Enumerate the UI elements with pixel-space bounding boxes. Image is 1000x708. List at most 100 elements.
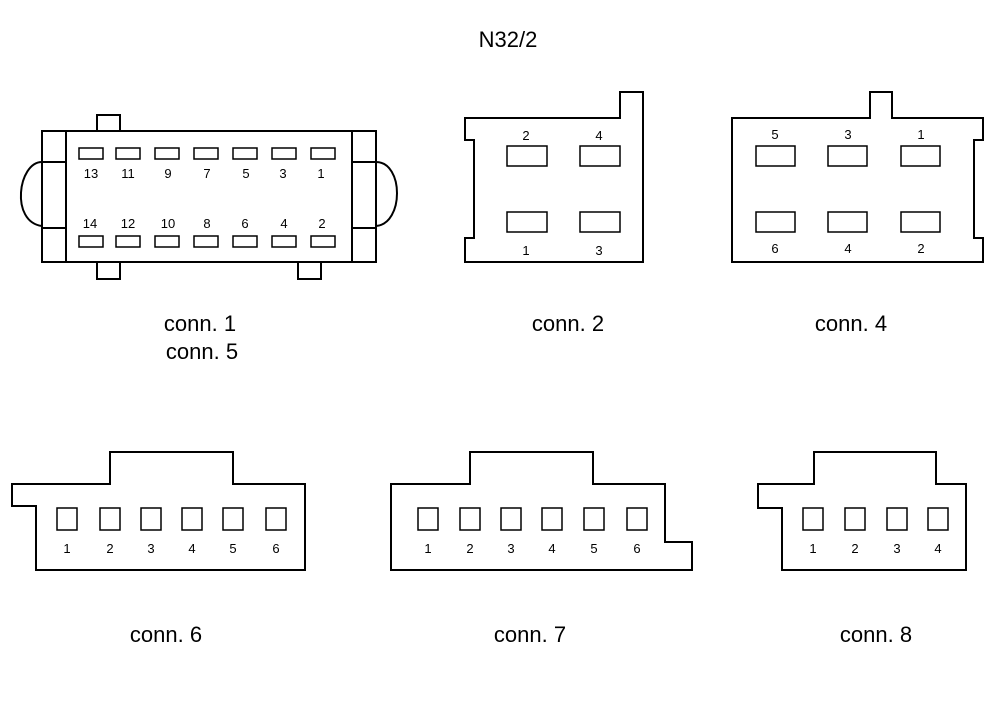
- pin-slot: [417, 507, 439, 531]
- pin-number: 4: [188, 541, 195, 556]
- right-rail: [351, 130, 377, 263]
- bottom-key-left: [96, 260, 121, 280]
- pin-slot: [500, 507, 522, 531]
- connector-6: 1 2 3 4 5 6 conn. 6: [11, 451, 306, 647]
- pin-slot: [193, 235, 219, 248]
- pin-number: 10: [161, 216, 175, 231]
- pin-number: 2: [106, 541, 113, 556]
- pin-slot: [154, 235, 180, 248]
- pin-slot: [583, 507, 605, 531]
- pin-number: 3: [844, 127, 851, 142]
- pin-number: 6: [241, 216, 248, 231]
- pin-slot: [927, 507, 949, 531]
- pin-slot: [115, 235, 141, 248]
- pin-number: 2: [917, 241, 924, 256]
- pin-slot: [154, 147, 180, 160]
- pin-number: 2: [466, 541, 473, 556]
- pin-slot: [181, 507, 203, 531]
- pin-slot: [802, 507, 824, 531]
- connector-caption: conn. 8: [840, 622, 912, 647]
- pin-slot: [886, 507, 908, 531]
- pin-number: 1: [63, 541, 70, 556]
- pin-number: 1: [809, 541, 816, 556]
- pin-slot: [755, 211, 796, 233]
- connector-caption: conn. 7: [494, 622, 566, 647]
- pin-number: 5: [242, 166, 249, 181]
- pin-slot: [271, 147, 297, 160]
- pin-number: 8: [203, 216, 210, 231]
- pin-number: 1: [424, 541, 431, 556]
- connector-1: 13 11 9 7 5 3 1 14 12 10 8 6 4 2 conn. 1…: [19, 114, 398, 364]
- left-latch: [19, 161, 43, 227]
- pin-number: 5: [229, 541, 236, 556]
- connector-4-body: [731, 91, 984, 263]
- pin-number: 4: [280, 216, 287, 231]
- pin-slot: [827, 211, 868, 233]
- connector-2-body: [464, 91, 644, 263]
- pin-slot: [755, 145, 796, 167]
- pin-number: 3: [147, 541, 154, 556]
- connector-caption: conn. 6: [130, 622, 202, 647]
- pin-number: 4: [934, 541, 941, 556]
- pin-number: 6: [633, 541, 640, 556]
- connector-caption: conn. 5: [166, 339, 238, 364]
- pin-slot: [626, 507, 648, 531]
- connector-caption: conn. 1: [164, 311, 236, 336]
- pin-number: 2: [522, 128, 529, 143]
- pin-number: 12: [121, 216, 135, 231]
- pin-slot: [265, 507, 287, 531]
- pin-number: 2: [318, 216, 325, 231]
- pin-slot: [506, 211, 548, 233]
- pin-number: 6: [771, 241, 778, 256]
- pin-slot: [193, 147, 219, 160]
- pin-number: 5: [771, 127, 778, 142]
- pin-slot: [222, 507, 244, 531]
- connector-7: 1 2 3 4 5 6 conn. 7: [390, 451, 693, 647]
- pin-slot: [844, 507, 866, 531]
- pin-number: 4: [595, 128, 602, 143]
- pin-number: 3: [507, 541, 514, 556]
- pin-number: 3: [279, 166, 286, 181]
- connector-caption: conn. 4: [815, 311, 887, 336]
- pin-slot: [459, 507, 481, 531]
- pin-number: 1: [917, 127, 924, 142]
- pin-slot: [900, 145, 941, 167]
- pin-slot: [56, 507, 78, 531]
- pin-number: 11: [121, 166, 135, 181]
- pin-number: 14: [83, 216, 97, 231]
- connector-caption: conn. 2: [532, 311, 604, 336]
- pin-number: 13: [84, 166, 98, 181]
- pin-slot: [140, 507, 162, 531]
- pin-number: 3: [595, 243, 602, 258]
- connector-4: 5 3 1 6 4 2 conn. 4: [731, 91, 984, 336]
- pin-slot: [310, 147, 336, 160]
- pin-number: 4: [548, 541, 555, 556]
- pin-number: 4: [844, 241, 851, 256]
- bottom-key-right: [297, 260, 322, 280]
- pin-number: 3: [893, 541, 900, 556]
- pin-slot: [78, 235, 104, 248]
- pin-number: 6: [272, 541, 279, 556]
- pin-number: 7: [203, 166, 210, 181]
- right-latch: [375, 161, 398, 227]
- pin-number: 2: [851, 541, 858, 556]
- connector-2: 2 4 1 3 conn. 2: [464, 91, 644, 336]
- pin-number: 1: [317, 166, 324, 181]
- pin-slot: [506, 145, 548, 167]
- pin-number: 5: [590, 541, 597, 556]
- pin-slot: [579, 211, 621, 233]
- diagram-title: N32/2: [479, 27, 538, 52]
- pin-slot: [310, 235, 336, 248]
- pin-slot: [78, 147, 104, 160]
- pin-slot: [232, 147, 258, 160]
- pin-slot: [579, 145, 621, 167]
- pin-slot: [827, 145, 868, 167]
- pin-slot: [900, 211, 941, 233]
- pin-slot: [232, 235, 258, 248]
- connector-8: 1 2 3 4 conn. 8: [757, 451, 967, 647]
- left-rail: [41, 130, 67, 263]
- pin-number: 9: [164, 166, 171, 181]
- pin-slot: [99, 507, 121, 531]
- pin-slot: [271, 235, 297, 248]
